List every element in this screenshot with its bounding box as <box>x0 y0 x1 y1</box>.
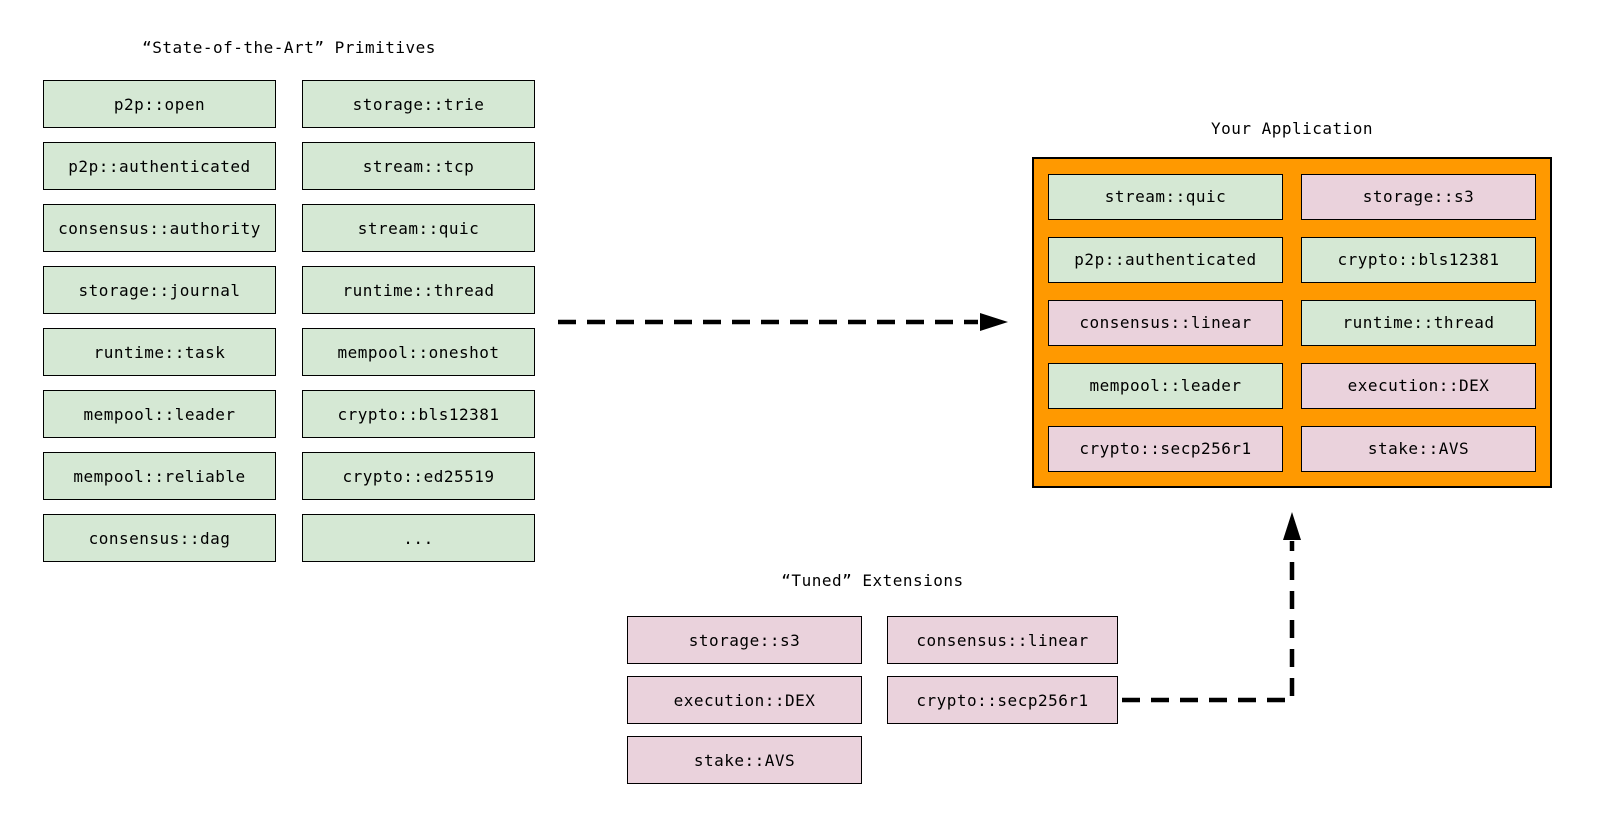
extensions-title: “Tuned” Extensions <box>781 571 964 590</box>
application-container: stream::quic storage::s3 p2p::authentica… <box>1032 157 1552 488</box>
primitive-box: consensus::dag <box>43 514 276 562</box>
primitive-box-ellipsis: ... <box>302 514 535 562</box>
extension-box: consensus::linear <box>887 616 1118 664</box>
app-module-box: crypto::secp256r1 <box>1048 425 1283 472</box>
application-title: Your Application <box>1210 119 1374 138</box>
primitive-box: mempool::leader <box>43 390 276 438</box>
app-module-box: stream::quic <box>1048 173 1283 220</box>
primitives-title: “State-of-the-Art” Primitives <box>142 38 436 57</box>
primitive-box: crypto::ed25519 <box>302 452 535 500</box>
extensions-column-1: storage::s3 execution::DEX stake::AVS <box>627 616 862 784</box>
extension-box: storage::s3 <box>627 616 862 664</box>
primitive-box: runtime::task <box>43 328 276 376</box>
primitives-to-application-arrow <box>558 313 1008 331</box>
primitive-box: mempool::reliable <box>43 452 276 500</box>
primitive-box: p2p::open <box>43 80 276 128</box>
primitive-box: stream::tcp <box>302 142 535 190</box>
primitive-box: storage::trie <box>302 80 535 128</box>
primitive-box: storage::journal <box>43 266 276 314</box>
extensions-column-2: consensus::linear crypto::secp256r1 <box>887 616 1118 724</box>
app-module-box: execution::DEX <box>1301 362 1536 409</box>
primitive-box: p2p::authenticated <box>43 142 276 190</box>
primitive-box: consensus::authority <box>43 204 276 252</box>
primitive-box: stream::quic <box>302 204 535 252</box>
app-module-box: mempool::leader <box>1048 362 1283 409</box>
app-module-box: consensus::linear <box>1048 299 1283 346</box>
primitives-column-2: storage::trie stream::tcp stream::quic r… <box>302 80 535 562</box>
app-module-box: storage::s3 <box>1301 173 1536 220</box>
app-module-box: runtime::thread <box>1301 299 1536 346</box>
primitives-column-1: p2p::open p2p::authenticated consensus::… <box>43 80 276 562</box>
extension-box: stake::AVS <box>627 736 862 784</box>
extension-box: execution::DEX <box>627 676 862 724</box>
primitive-box: crypto::bls12381 <box>302 390 535 438</box>
app-module-box: stake::AVS <box>1301 425 1536 472</box>
primitive-box: runtime::thread <box>302 266 535 314</box>
primitive-box: mempool::oneshot <box>302 328 535 376</box>
app-module-box: p2p::authenticated <box>1048 236 1283 283</box>
app-module-box: crypto::bls12381 <box>1301 236 1536 283</box>
extensions-to-application-arrow <box>1122 512 1301 703</box>
extension-box: crypto::secp256r1 <box>887 676 1118 724</box>
